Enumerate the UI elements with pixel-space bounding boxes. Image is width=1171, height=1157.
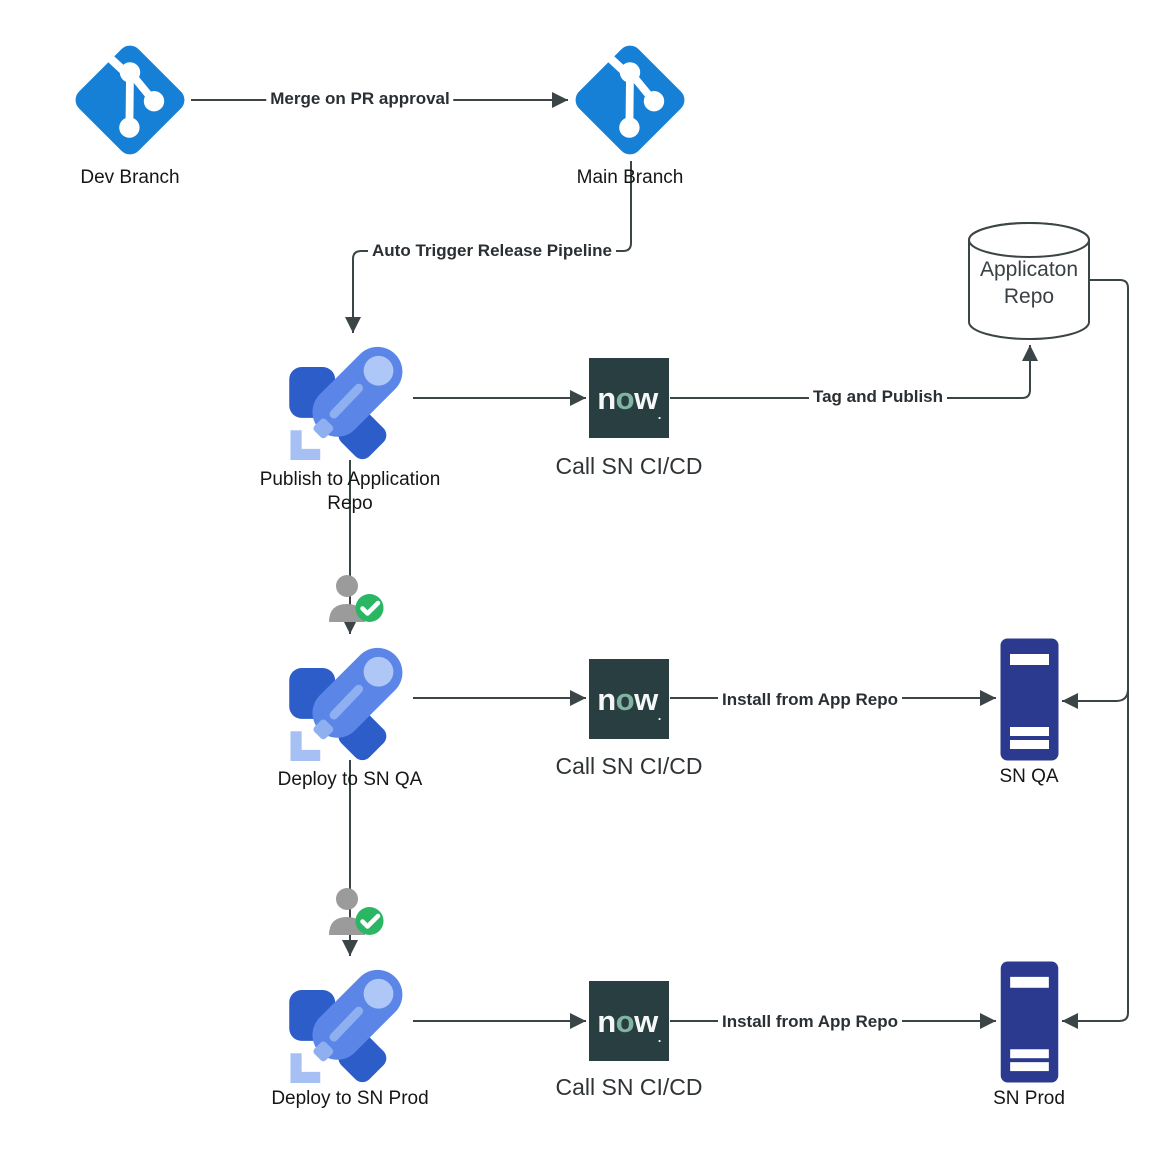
node-label-deploy-to-sn-prod: Deploy to SN Prod xyxy=(271,1088,429,1109)
edge-label-install-from-app-repo-qa: Install from App Repo xyxy=(718,690,902,710)
node-label-sn-qa: SN QA xyxy=(999,766,1059,787)
now-logo-tm-dot: . xyxy=(657,1030,662,1045)
node-label-deploy-to-sn-qa: Deploy to SN QA xyxy=(277,769,423,790)
server-instance-icon xyxy=(1000,961,1059,1083)
node-label-call-sn-cicd-3: Call SN CI/CD xyxy=(555,1074,703,1100)
node-sn-qa xyxy=(1000,638,1059,761)
release-pipeline-rocket-icon xyxy=(288,959,412,1083)
server-instance-icon xyxy=(1000,638,1059,761)
now-logo-o: o xyxy=(615,1003,635,1039)
edge-label-merge-on-pr-approval: Merge on PR approval xyxy=(266,89,454,109)
node-sn-prod xyxy=(1000,961,1059,1083)
node-label-dev-branch: Dev Branch xyxy=(80,167,180,188)
now-logo-w: w xyxy=(634,1003,658,1039)
release-pipeline-rocket-icon xyxy=(288,637,412,761)
release-pipeline-rocket-icon xyxy=(288,336,412,460)
approval-gate-2 xyxy=(325,887,387,941)
node-label-main-branch: Main Branch xyxy=(576,167,684,188)
git-branch-icon xyxy=(70,40,190,160)
now-logo-o: o xyxy=(615,681,635,717)
git-branch-icon xyxy=(570,40,690,160)
now-logo-o: o xyxy=(615,380,635,416)
node-label-sn-prod: SN Prod xyxy=(993,1088,1065,1109)
now-logo-w: w xyxy=(634,380,658,416)
node-label-call-sn-cicd-1: Call SN CI/CD xyxy=(555,453,703,479)
edge-label-install-from-app-repo-prod: Install from App Repo xyxy=(718,1012,902,1032)
now-logo-tm-dot: . xyxy=(657,407,662,422)
database-cylinder-icon xyxy=(968,222,1090,340)
node-label-application-repo: Applicaton Repo xyxy=(979,258,1079,309)
node-deploy-to-sn-qa xyxy=(288,637,412,761)
user-approval-check-icon xyxy=(325,887,387,941)
user-approval-check-icon xyxy=(325,574,387,628)
node-deploy-to-sn-prod xyxy=(288,959,412,1083)
edge-tag-and-publish xyxy=(670,345,1038,399)
node-label-call-sn-cicd-2: Call SN CI/CD xyxy=(555,753,703,779)
node-label-publish-to-application-repo: Publish to Application Repo xyxy=(259,469,441,514)
now-logo-tm-dot: . xyxy=(657,708,662,723)
now-logo-n: n xyxy=(597,681,616,717)
edge-label-tag-and-publish: Tag and Publish xyxy=(808,387,948,407)
node-main-branch xyxy=(570,40,690,160)
edge-label-auto-trigger-release-pipeline: Auto Trigger Release Pipeline xyxy=(368,241,616,261)
edge-app-repo-to-sn-prod xyxy=(1062,279,1129,1029)
now-logo-n: n xyxy=(597,1003,616,1039)
approval-gate-1 xyxy=(325,574,387,628)
now-logo-w: w xyxy=(634,681,658,717)
node-publish-to-application-repo xyxy=(288,336,412,460)
now-logo-n: n xyxy=(597,380,616,416)
node-application-repo xyxy=(967,221,1091,341)
edge-app-repo-to-sn-qa xyxy=(1062,688,1129,709)
node-dev-branch xyxy=(70,40,190,160)
